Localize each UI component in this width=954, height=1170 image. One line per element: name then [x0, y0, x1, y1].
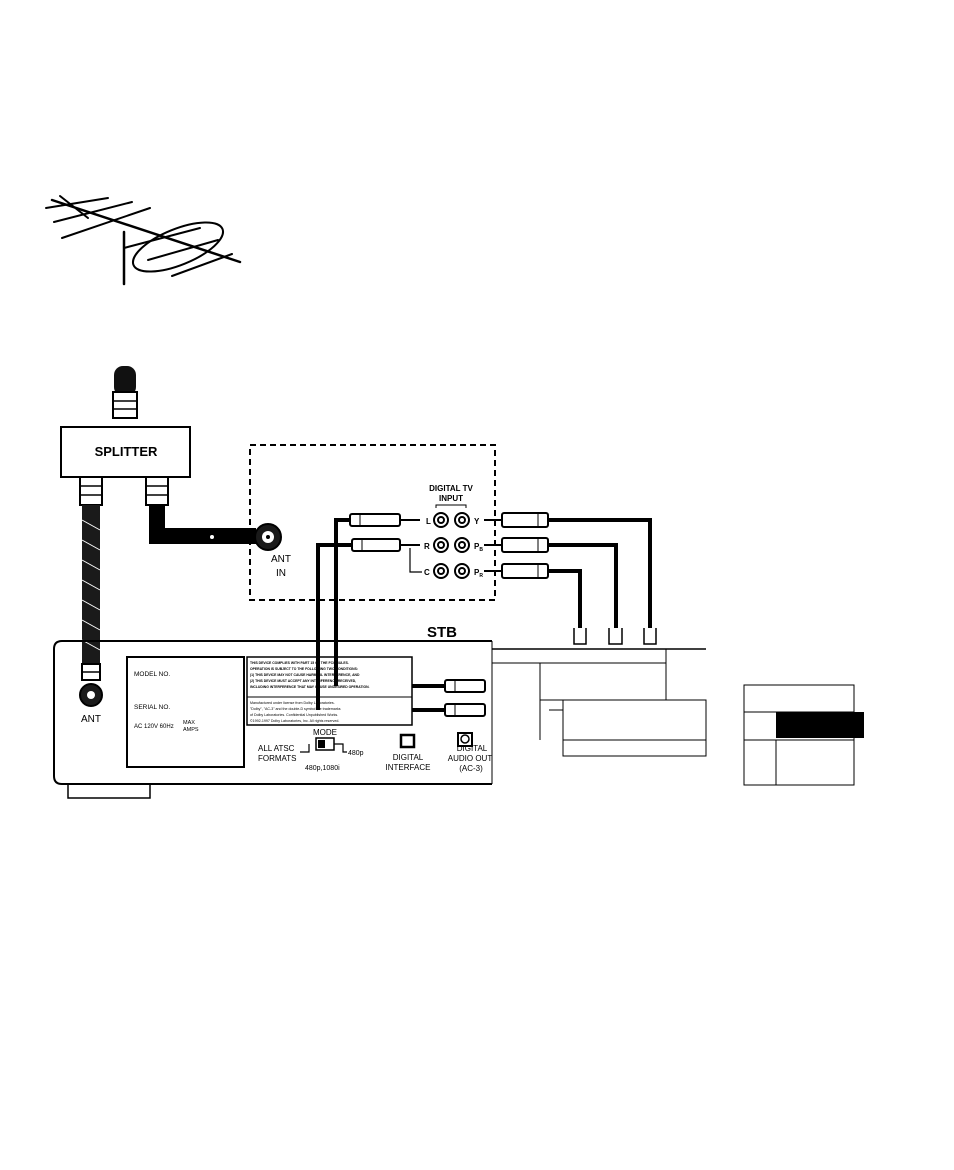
ruled-lines-block: [492, 648, 707, 757]
dolby-line-1: "Dolby", "AC-3" and the double-D symbol …: [250, 707, 341, 711]
component-cable-pr: [548, 569, 582, 632]
fcc-line-3: (2) THIS DEVICE MUST ACCEPT ANY INTERFER…: [250, 679, 356, 683]
receiver-back-panel: [53, 640, 493, 799]
fcc-line-2: (1) THIS DEVICE MAY NOT CAUSE HARMFUL IN…: [250, 673, 360, 677]
digital-interface-label-line1: DIGITAL: [393, 753, 424, 762]
ac-rating-label: AC 120V 60Hz: [134, 724, 174, 730]
digital-audio-out-port: DIGITAL AUDIO OUT (AC-3): [448, 732, 493, 773]
mode-label: MODE: [313, 728, 337, 737]
antenna-icon: [45, 195, 242, 286]
jack-pr-label: PR: [474, 568, 483, 579]
fcc-line-0: THIS DEVICE COMPLIES WITH PART 15 OF THE…: [250, 661, 349, 665]
digital-tv-input-label-line1: DIGITAL TV: [429, 484, 473, 493]
max-label: MAX: [183, 720, 195, 726]
component-video-plugs: [484, 512, 549, 579]
all-atsc-label-line2: FORMATS: [258, 754, 297, 763]
jack-pb-label: PB: [474, 542, 483, 553]
ant-in-jack: ANT IN: [254, 523, 291, 579]
dolby-line-2: of Dolby Laboratories. Confidential Unpu…: [250, 713, 338, 717]
fcc-line-4: INCLUDING INTERFERENCE THAT MAY CAUSE UN…: [250, 685, 370, 689]
digital-audio-label-line2: AUDIO OUT: [448, 754, 493, 763]
ant-in-label-line2: IN: [276, 568, 286, 579]
digital-interface-label-line2: INTERFACE: [386, 763, 431, 772]
mode-480p-label: 480p: [348, 750, 364, 757]
all-atsc-label-line1: ALL ATSC: [258, 744, 295, 753]
receiver-audio-plugs: [444, 679, 486, 717]
coax-cable-to-stb: [149, 505, 256, 544]
digital-interface-port: DIGITAL INTERFACE: [386, 733, 431, 772]
receiver-ant-label: ANT: [81, 714, 101, 725]
amps-label: AMPS: [183, 727, 199, 733]
digital-tv-input-jacks: [433, 512, 470, 579]
mode-480p-1080i-label: 480p,1080i: [305, 765, 340, 772]
digital-audio-label-line1: DIGITAL: [457, 744, 488, 753]
jack-r-label: R: [424, 542, 430, 551]
notice-plate: THIS DEVICE COMPLIES WITH PART 15 OF THE…: [246, 656, 413, 726]
ant-in-label-line1: ANT: [271, 554, 291, 565]
ruled-box-block: [743, 684, 864, 786]
stb-box: STB: [249, 444, 496, 641]
dolby-line-0: Manufactured under license from Dolby La…: [250, 701, 335, 705]
serial-no-label: SERIAL NO.: [134, 704, 170, 711]
splitter: SPLITTER: [60, 366, 191, 506]
component-cable-y: [548, 518, 652, 632]
digital-audio-label-line3: (AC-3): [459, 764, 483, 773]
coax-cable-to-receiver: [81, 505, 101, 667]
mode-switch: MODE ALL ATSC FORMATS 480p 480p,1080i: [258, 728, 364, 772]
digital-tv-input-label-line2: INPUT: [439, 494, 463, 503]
jack-c-label: C: [424, 568, 430, 577]
audio-rca-plugs: [349, 513, 420, 552]
stb-label: STB: [427, 624, 457, 641]
jack-y-label: Y: [474, 517, 480, 526]
splitter-label: SPLITTER: [95, 444, 158, 459]
fcc-line-1: OPERATION IS SUBJECT TO THE FOLLOWING TW…: [250, 667, 358, 671]
receiver-ant-jack: ANT: [79, 663, 103, 725]
model-no-label: MODEL NO.: [134, 671, 170, 678]
component-cable-pb: [548, 543, 618, 632]
dolby-line-3: ©1992-1997 Dolby Laboratories, Inc. All …: [250, 719, 339, 723]
jack-l-label: L: [426, 517, 431, 526]
rating-label-plate: MODEL NO. SERIAL NO. AC 120V 60Hz MAX AM…: [126, 656, 245, 768]
